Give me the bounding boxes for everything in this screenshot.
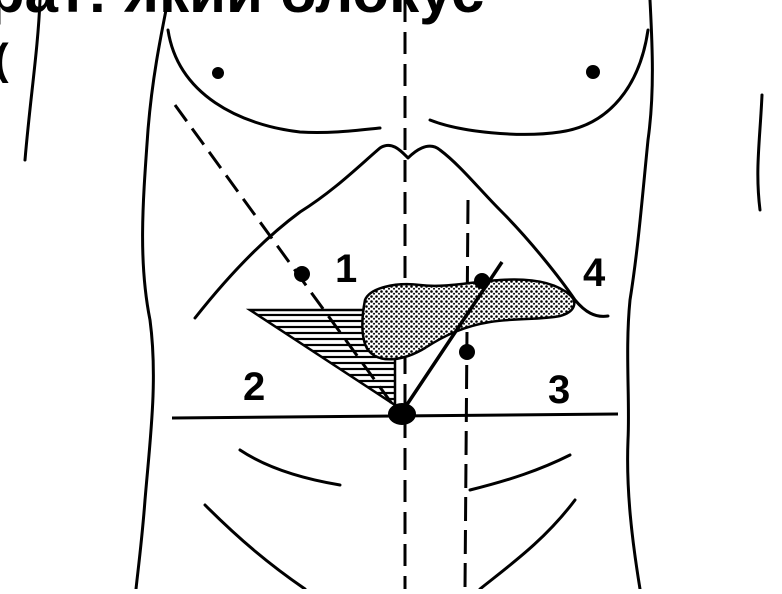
lower-left-groin-line (205, 505, 305, 589)
marker-point-zone-4 (474, 273, 490, 289)
right-arm-outline (758, 95, 762, 210)
left-chest-line (168, 30, 380, 133)
umbilicus (388, 403, 416, 425)
right-torso-outline (628, 0, 653, 589)
page-heading-line-2: ( (0, 38, 9, 82)
zone-label-1: 1 (335, 247, 357, 291)
marker-point-zone-3 (459, 344, 475, 360)
marker-point-zone-1 (294, 266, 310, 282)
right-vertical-line (465, 200, 468, 589)
zone-label-2: 2 (243, 365, 265, 409)
left-torso-outline (136, 0, 168, 589)
zone-label-4: 4 (583, 251, 606, 295)
lower-right-groin-line (480, 500, 575, 589)
left-nipple (212, 67, 224, 79)
zone-label-3: 3 (548, 368, 570, 412)
right-chest-line (430, 30, 648, 134)
right-nipple (586, 65, 600, 79)
lower-left-belly-line (240, 450, 340, 485)
page-heading: рат: який блокус (0, 0, 484, 22)
lower-right-belly-line (470, 455, 570, 490)
